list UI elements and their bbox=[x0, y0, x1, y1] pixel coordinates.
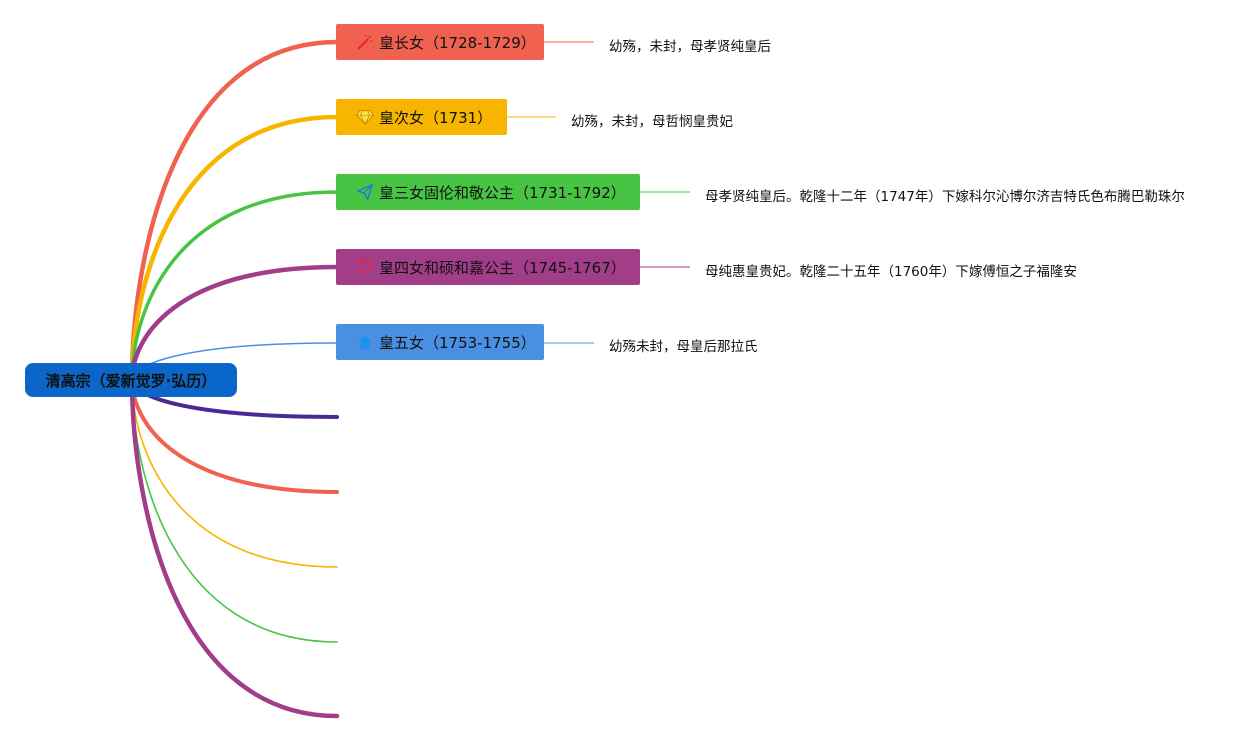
branch-connector bbox=[130, 190, 339, 382]
diamond-icon bbox=[354, 106, 376, 128]
root-topic-label: 清高宗（爱新觉罗·弘历） bbox=[45, 371, 217, 390]
branch-connector bbox=[129, 114, 340, 383]
topic-label: 皇长女（1728-1729） bbox=[379, 33, 536, 52]
topic-fourth-daughter[interactable]: 皇四女和硕和嘉公主（1745-1767） bbox=[336, 249, 640, 285]
empty-branch-connector bbox=[131, 379, 338, 568]
note-second-daughter: 幼殇，未封，母哲悯皇贵妃 bbox=[571, 114, 733, 130]
paper-plane-icon bbox=[354, 181, 376, 203]
empty-branch-connector bbox=[129, 377, 340, 719]
topic-second-daughter[interactable]: 皇次女（1731） bbox=[336, 99, 507, 135]
heart-icon bbox=[354, 256, 376, 278]
topic-eldest-daughter[interactable]: 皇长女（1728-1729） bbox=[336, 24, 544, 60]
topic-label: 皇五女（1753-1755） bbox=[379, 333, 536, 352]
topic-fifth-daughter[interactable]: 皇五女（1753-1755） bbox=[336, 324, 544, 360]
house-icon bbox=[354, 331, 376, 353]
note-fifth-daughter: 幼殇未封，母皇后那拉氏 bbox=[609, 339, 758, 355]
topic-label: 皇次女（1731） bbox=[379, 108, 493, 127]
root-topic[interactable]: 清高宗（爱新觉罗·弘历） bbox=[25, 363, 237, 397]
note-fourth-daughter: 母纯惠皇贵妃。乾隆二十五年（1760年）下嫁傅恒之子福隆安 bbox=[705, 264, 1077, 280]
topic-label: 皇四女和硕和嘉公主（1745-1767） bbox=[379, 258, 626, 277]
note-eldest-daughter: 幼殇，未封，母孝贤纯皇后 bbox=[609, 39, 771, 55]
empty-branch-connector bbox=[131, 379, 338, 643]
topic-third-daughter[interactable]: 皇三女固伦和敬公主（1731-1792） bbox=[336, 174, 640, 210]
magic-wand-icon bbox=[354, 31, 376, 53]
topic-label: 皇三女固伦和敬公主（1731-1792） bbox=[379, 183, 626, 202]
note-third-daughter: 母孝贤纯皇后。乾隆十二年（1747年）下嫁科尔沁博尔济吉特氏色布腾巴勒珠尔 bbox=[705, 189, 1185, 205]
